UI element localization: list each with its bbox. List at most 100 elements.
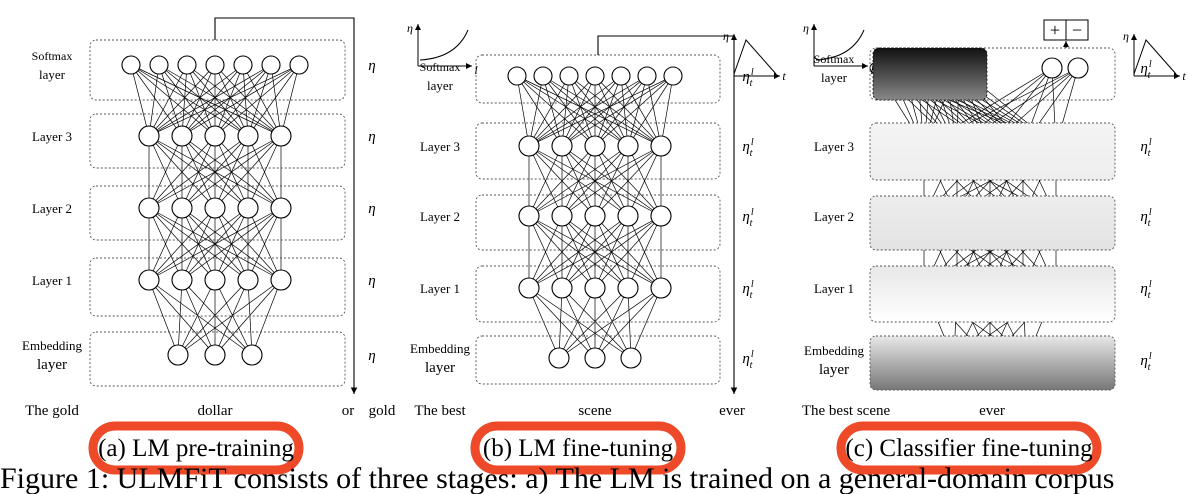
panel-caption: (a) LM pre-training [88,421,304,475]
neuron [584,135,606,157]
connection [214,207,282,281]
neuron [261,55,281,75]
connection [528,145,563,217]
connection [528,287,560,359]
exp-curve [419,29,469,61]
connection [646,75,662,147]
connection [186,64,282,137]
flow-arrow [214,17,358,394]
connection [247,207,282,281]
connection [177,279,183,356]
connection [594,75,629,147]
connection [247,64,272,137]
neuron [584,347,606,369]
neuron [204,197,226,219]
layer-box [869,47,1116,101]
caption-text: (c) Classifier fine-tuning [845,435,1093,462]
connection [542,75,629,147]
connection [148,135,282,209]
neuron [559,66,579,86]
neuron [585,66,605,86]
connection [561,75,648,147]
connection [181,64,216,137]
connection [130,64,249,137]
neuron [518,277,540,299]
connection [542,75,563,147]
layer-label: Embedding [410,341,470,356]
layer-box [89,113,346,169]
connection [568,75,596,147]
connection [214,64,272,137]
layer-label: Layer 3 [814,139,854,154]
learning-rate: η [368,201,375,217]
connection [242,64,249,137]
connection [177,279,216,356]
connection [627,145,662,217]
connection [594,287,629,359]
output-classes: +− [1043,19,1089,48]
neuron [650,277,672,299]
layer-label: Softmax [32,49,73,63]
connection [594,287,632,359]
neuron [121,55,141,75]
connection [148,64,300,137]
panel-caption: (b) LM fine-tuning [470,421,686,475]
connection [558,287,629,359]
connection [280,64,300,137]
axis-label: η [1123,29,1129,43]
neuron [617,205,639,227]
connection [270,64,282,137]
layer-box [89,331,346,387]
connection [148,207,216,281]
layer-box [89,185,346,241]
connection [660,75,674,147]
connection [148,135,183,209]
neuron [584,277,606,299]
figure-caption: Figure 1: ULMFiT consists of three stage… [0,462,1115,494]
connection [594,145,662,217]
layer-label: Embedding [22,338,82,353]
connection [561,287,632,359]
neuron [167,344,189,366]
neuron [637,66,657,86]
neuron [204,269,226,291]
neuron [650,135,672,157]
connection [181,64,244,137]
connection [251,279,282,356]
layer-box [475,265,721,323]
neuron [138,197,160,219]
connection [561,145,662,217]
layer-label: Layer 3 [32,129,72,144]
neuron [533,66,553,86]
layer-label: Layer 2 [420,209,460,224]
neuron [551,135,573,157]
neuron [205,55,225,75]
layer-box [869,265,1116,323]
neuron [620,347,642,369]
neuron [241,344,263,366]
learning-rate: η [368,129,375,145]
frozen-softmax-box [872,47,988,101]
connection [214,279,253,356]
network [507,66,683,369]
neuron [237,197,259,219]
connection [181,279,216,356]
connection [528,215,662,289]
connection [627,215,662,289]
connection [186,64,216,137]
connection [528,75,596,147]
neuron [663,66,683,86]
connection [516,75,629,147]
connection [186,64,249,137]
caption-text: (b) LM fine-tuning [483,435,674,462]
layer-label: Embedding [804,343,864,358]
layer-label: layer [821,70,848,85]
neuron [650,205,672,227]
